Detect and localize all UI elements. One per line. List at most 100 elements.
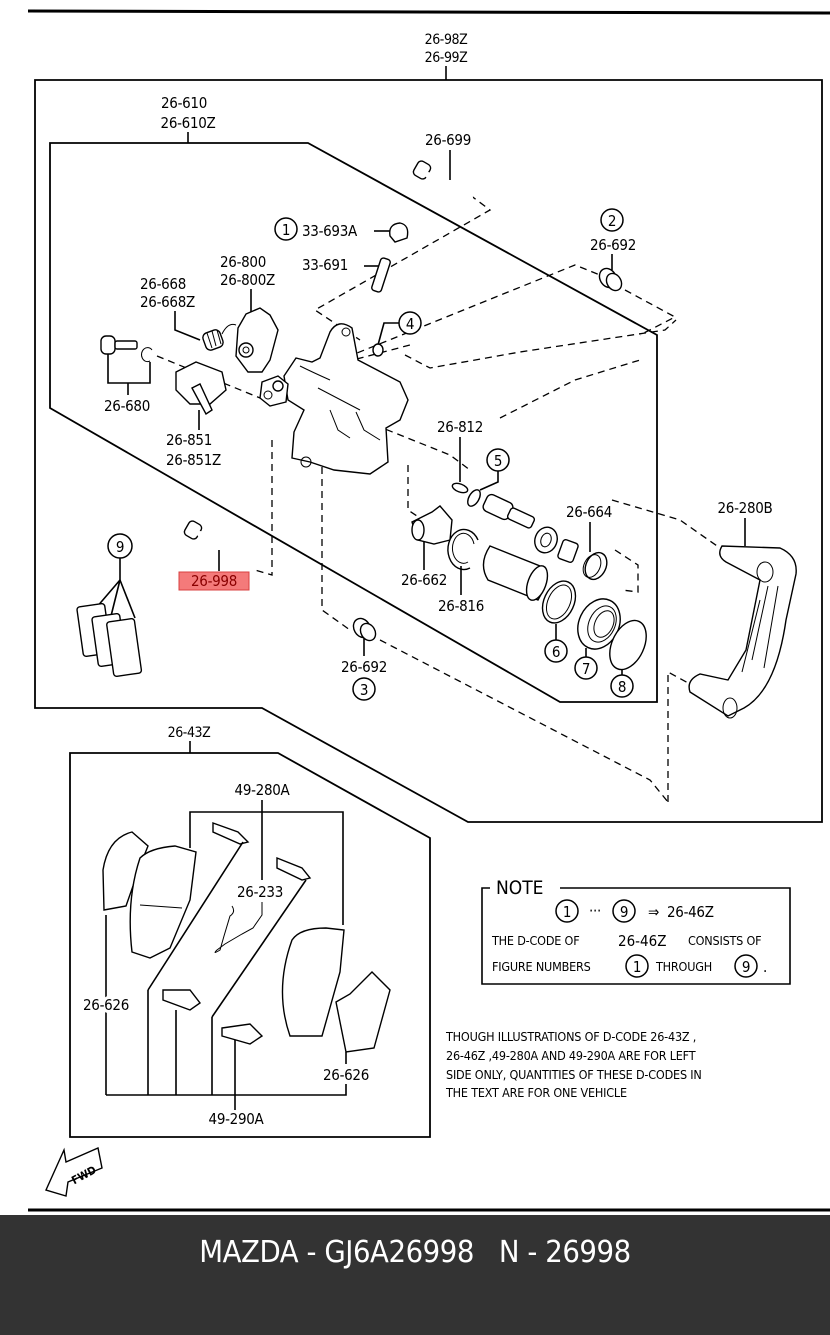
part-cap[interactable]: 1 33-693A: [274, 217, 409, 243]
svg-text:26-680: 26-680: [104, 397, 150, 415]
caliper-body[interactable]: [259, 323, 409, 475]
svg-text:4: 4: [406, 315, 414, 333]
part-boot-upper[interactable]: 2 26-692: [590, 208, 636, 293]
svg-text:26-99Z: 26-99Z: [425, 50, 469, 66]
svg-text:49-280A: 49-280A: [235, 781, 291, 799]
part-guide-bolt-upper[interactable]: 26-699: [412, 131, 473, 200]
svg-text:THE TEXT ARE FOR ONE VEHICLE: THE TEXT ARE FOR ONE VEHICLE: [445, 1085, 627, 1100]
outer-frame: [34, 79, 823, 823]
part-number-title: MAZDA - GJ6A26998 N - 26998: [199, 1235, 631, 1270]
svg-text:26-692: 26-692: [590, 236, 636, 254]
note-heading: NOTE: [496, 877, 543, 899]
svg-text:THE D-CODE OF: THE D-CODE OF: [491, 933, 579, 948]
svg-text:26-664: 26-664: [566, 503, 612, 521]
svg-text:1: 1: [633, 958, 641, 976]
svg-text:26-699: 26-699: [425, 131, 471, 149]
part-boot-lower[interactable]: 26-692 3: [341, 615, 387, 701]
top-rule: [27, 9, 830, 15]
svg-text:26-626: 26-626: [83, 996, 129, 1014]
footer-bar: MAZDA - GJ6A26998 N - 26998: [0, 1215, 830, 1335]
part-sleeve[interactable]: 26-662: [401, 505, 453, 589]
svg-text:⇒: ⇒: [648, 903, 659, 921]
svg-text:5: 5: [494, 452, 502, 470]
svg-text:1: 1: [563, 903, 571, 921]
svg-text:26-610: 26-610: [161, 94, 207, 112]
svg-text:26-626: 26-626: [323, 1066, 369, 1084]
note-box: NOTE 1 ··· 9 ⇒ 26-46Z THE D-CODE OF 26-4…: [481, 877, 791, 985]
svg-text:26-46Z: 26-46Z: [618, 932, 666, 950]
assembly-label-top[interactable]: 26-98Z 26-99Z: [425, 32, 469, 66]
part-rod-seal[interactable]: 26-812: [437, 418, 483, 494]
brake-pad-right: [281, 927, 391, 1053]
part-shim-right[interactable]: 26-626: [323, 1052, 369, 1084]
svg-text:26-668Z: 26-668Z: [140, 293, 195, 311]
svg-text:26-668: 26-668: [140, 275, 186, 293]
svg-text:2: 2: [608, 212, 616, 230]
part-bolt-set[interactable]: 26-680: [100, 335, 153, 415]
svg-text:SIDE ONLY, QUANTITIES OF THESE: SIDE ONLY, QUANTITIES OF THESE D-CODES I…: [446, 1067, 702, 1082]
svg-text:.: .: [763, 958, 767, 976]
svg-text:9: 9: [116, 538, 124, 556]
part-adjuster[interactable]: 26-664: [566, 503, 612, 583]
svg-text:26-280B: 26-280B: [718, 499, 773, 517]
part-lever[interactable]: 26-800 26-800Z: [220, 253, 279, 373]
svg-text:6: 6: [552, 643, 560, 661]
part-pad-kit-9[interactable]: 9: [76, 533, 143, 677]
brake-pad-left: [102, 831, 197, 959]
svg-text:3: 3: [360, 681, 368, 699]
part-dust-boot-7[interactable]: 7: [570, 592, 628, 680]
svg-text:1: 1: [282, 221, 290, 239]
part-piston-seal-6[interactable]: 6: [536, 576, 582, 663]
part-spring[interactable]: 26-668 26-668Z: [140, 275, 237, 352]
part-wear-indicator[interactable]: 26-233: [214, 883, 283, 953]
assembly-guides: [156, 194, 721, 803]
part-shim-kit[interactable]: 49-280A: [147, 781, 344, 1018]
svg-text:···: ···: [589, 902, 601, 920]
svg-text:26-233: 26-233: [237, 883, 283, 901]
svg-text:CONSISTS OF: CONSISTS OF: [688, 933, 761, 948]
svg-text:26-46Z: 26-46Z: [667, 903, 714, 921]
svg-text:26-812: 26-812: [437, 418, 483, 436]
part-clip[interactable]: 26-851 26-851Z: [166, 361, 227, 469]
caliper-label[interactable]: 26-610 26-610Z: [161, 94, 216, 132]
svg-text:33-693A: 33-693A: [302, 222, 358, 240]
pad-set-label[interactable]: 26-43Z: [168, 725, 212, 741]
part-pin-4[interactable]: 4: [372, 311, 422, 357]
disclaimer: THOUGH ILLUSTRATIONS OF D-CODE 26-43Z , …: [445, 1029, 702, 1100]
svg-text:26-692: 26-692: [341, 658, 387, 676]
part-piston: [482, 545, 549, 601]
parts-diagram: 26-98Z 26-99Z 26-610 26-610Z 26-699: [27, 9, 830, 1212]
part-snap-ring[interactable]: 26-816: [438, 528, 484, 615]
part-oring-8[interactable]: 8: [603, 615, 654, 698]
part-bleeder[interactable]: 33-691: [302, 256, 391, 293]
svg-text:THOUGH ILLUSTRATIONS OF D-CODE: THOUGH ILLUSTRATIONS OF D-CODE 26-43Z ,: [445, 1029, 696, 1044]
svg-text:26-851Z: 26-851Z: [166, 451, 221, 469]
svg-text:26-610Z: 26-610Z: [161, 114, 216, 132]
svg-text:8: 8: [618, 678, 626, 696]
fwd-arrow-icon: FWD: [45, 1147, 103, 1197]
svg-text:49-290A: 49-290A: [209, 1110, 265, 1128]
part-guide-bolt-lower[interactable]: 26-998: [178, 520, 251, 591]
part-bracket[interactable]: 26-280B: [688, 499, 797, 719]
svg-text:26-662: 26-662: [401, 571, 447, 589]
highlighted-part-label[interactable]: 26-998: [191, 572, 237, 590]
svg-text:26-851: 26-851: [166, 431, 212, 449]
svg-text:26-816: 26-816: [438, 597, 484, 615]
svg-text:26-800Z: 26-800Z: [220, 271, 275, 289]
svg-text:THROUGH: THROUGH: [655, 959, 712, 974]
svg-text:26-800: 26-800: [220, 253, 266, 271]
pad-set-frame: [69, 752, 431, 1138]
part-clip-kit[interactable]: 49-290A: [106, 989, 347, 1128]
svg-text:26-98Z: 26-98Z: [425, 32, 469, 48]
part-oring-5[interactable]: 5: [465, 448, 510, 508]
svg-text:FIGURE NUMBERS: FIGURE NUMBERS: [492, 959, 591, 974]
svg-text:9: 9: [742, 958, 750, 976]
svg-text:26-46Z ,49-280A AND 49-290A AR: 26-46Z ,49-280A AND 49-290A ARE FOR LEFT: [446, 1048, 696, 1063]
svg-text:9: 9: [620, 903, 628, 921]
svg-text:7: 7: [582, 660, 590, 678]
svg-text:33-691: 33-691: [302, 256, 348, 274]
part-spindle: [482, 493, 579, 563]
part-shim-left[interactable]: 26-626: [80, 915, 132, 1095]
caliper-frame: [49, 142, 658, 703]
highlight-box: [178, 571, 250, 591]
